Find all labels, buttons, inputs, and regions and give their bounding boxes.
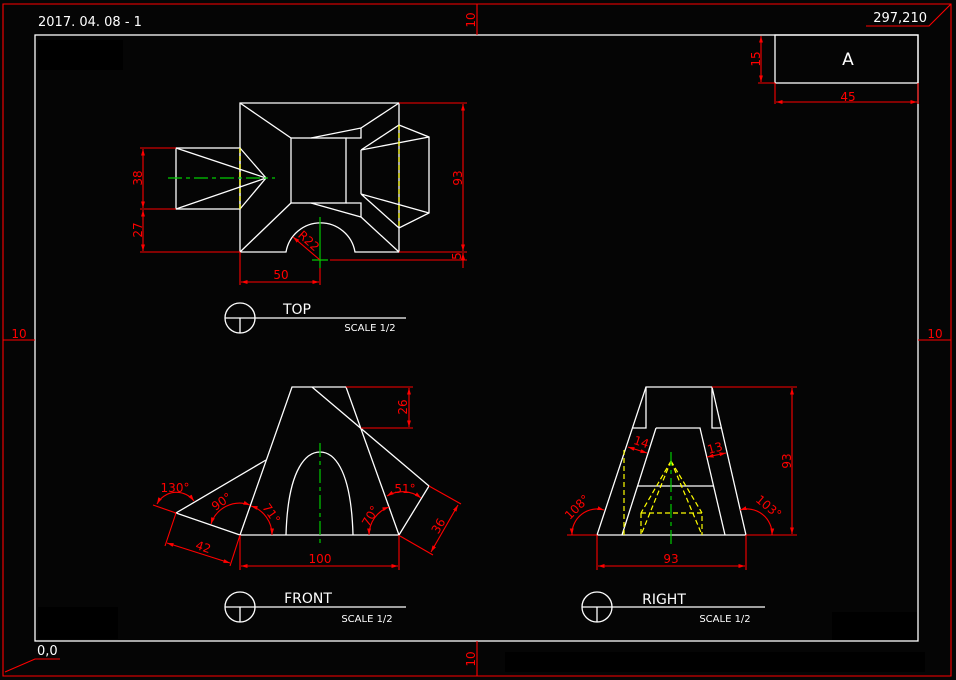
angle-51: 51° (394, 482, 415, 496)
dim-overall-height: 93 (451, 170, 465, 185)
margin-top-label: 10 (464, 12, 478, 27)
top-view-dimensions: R22 93 5 38 27 50 (131, 102, 467, 285)
front-view-label: FRONT SCALE 1/2 (224, 591, 406, 625)
origin-label: 0,0 (37, 644, 58, 659)
sheet-size-label: 297,210 (873, 11, 927, 26)
dim-lower: 27 (131, 222, 145, 237)
sheet-annotations: 2017. 04. 08 - 1 297,210 0,0 10 10 10 10 (3, 3, 952, 676)
front-view-dimensions: 26 100 42 36 130° 90° 71° 70° 51° (152, 386, 462, 570)
right-view-dimensions: 93 93 14 13 108° 103° (562, 386, 797, 570)
dim-upper: 38 (131, 170, 145, 185)
dim-width: 50 (273, 268, 288, 282)
dim-offset: 5 (450, 252, 464, 260)
title-block-width-dim: 45 (840, 90, 855, 104)
view-marker-icon (224, 302, 406, 334)
dim-wing-right: 36 (429, 516, 449, 536)
view-marker-icon (581, 591, 765, 623)
dim-base: 93 (663, 552, 678, 566)
masked-areas (38, 40, 925, 672)
angle-71: 71° (259, 501, 283, 526)
angle-130: 130° (161, 481, 190, 495)
view-name: RIGHT (642, 592, 686, 608)
top-view-label: TOP SCALE 1/2 (224, 302, 406, 334)
top-view[interactable]: R22 93 5 38 27 50 TOP SCALE 1/2 (131, 102, 467, 334)
dim-height: 26 (396, 399, 410, 414)
angle-right: 103° (753, 492, 784, 521)
view-scale: SCALE 1/2 (341, 614, 392, 625)
dim-wall-right: 13 (706, 439, 724, 456)
margin-right-label: 10 (927, 327, 942, 341)
sheet-frame (2, 3, 952, 677)
title-block-height-dim: 15 (749, 51, 763, 66)
view-scale: SCALE 1/2 (344, 323, 395, 334)
margin-left-label: 10 (11, 327, 26, 341)
front-view[interactable]: 26 100 42 36 130° 90° 71° 70° 51° FRONT (152, 386, 462, 625)
view-marker-icon (224, 591, 406, 623)
title-block[interactable]: A 15 45 (749, 34, 919, 104)
angle-70: 70° (359, 503, 382, 528)
margin-bottom-label: 10 (464, 651, 478, 666)
title-block-label: A (842, 50, 854, 70)
dim-height: 93 (780, 453, 794, 468)
dim-wall-left: 14 (632, 433, 651, 451)
right-view[interactable]: 93 93 14 13 108° 103° RIGHT SCALE 1/2 (562, 386, 797, 625)
right-view-label: RIGHT SCALE 1/2 (581, 591, 765, 625)
date-label: 2017. 04. 08 - 1 (38, 15, 142, 30)
dim-wing-left: 42 (194, 538, 213, 556)
view-name: TOP (282, 302, 311, 318)
angle-90: 90° (209, 490, 234, 514)
view-scale: SCALE 1/2 (699, 614, 750, 625)
dim-base: 100 (309, 552, 332, 566)
view-name: FRONT (284, 591, 332, 607)
